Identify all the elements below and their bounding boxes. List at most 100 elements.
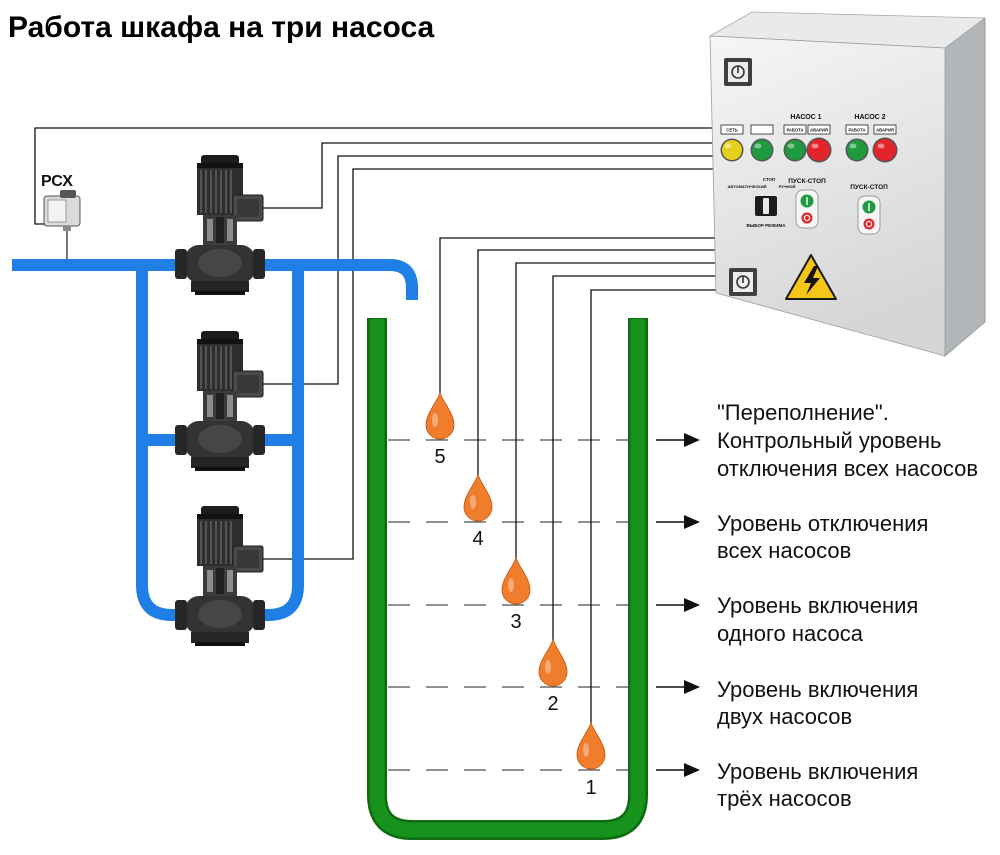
wire-pressure-switch	[34, 127, 714, 225]
wire-float-1	[590, 289, 722, 724]
lamp-plate-4	[807, 124, 831, 135]
lamp-label-4: АВАРИЯ	[810, 128, 828, 133]
mode-selector-caption: ВЫБОР РЕЖИМА	[747, 223, 787, 228]
mode-selector: СТОП АВТОМАТИЧЕСКИЙ РУЧНОЙ ВЫБОР РЕЖИМА	[728, 177, 796, 228]
lamp-1	[722, 140, 742, 160]
wire-pump-3	[263, 168, 714, 560]
float-highlight	[470, 495, 476, 509]
float-body	[501, 556, 531, 605]
lamp-plate-1	[720, 124, 744, 135]
pressure-switch-fitting	[63, 226, 71, 231]
arrow-head-5	[684, 433, 700, 447]
tank	[367, 318, 648, 840]
lamp-label-5: РАБОТА	[848, 128, 865, 133]
power-switch-icon	[724, 58, 752, 86]
arrow-head-4	[684, 515, 700, 529]
cabinet-side	[944, 17, 986, 357]
lightning-bolt-icon	[804, 266, 820, 295]
float-highlight	[545, 660, 551, 674]
level-4-line-2: всех насосов	[717, 538, 851, 563]
tank-wall	[369, 319, 646, 838]
level-3-line-2: одного насоса	[717, 621, 864, 646]
pump-1-group-label: НАСОС 1	[790, 114, 821, 121]
wire-float-2	[552, 275, 722, 641]
float-switch-5	[425, 391, 455, 440]
stop-button-2	[863, 218, 875, 230]
float-switch-1	[576, 721, 606, 770]
mode-auto-label: АВТОМАТИЧЕСКИЙ	[728, 184, 767, 189]
pressure-switch: РСХ	[41, 173, 81, 259]
lamp-6	[874, 139, 896, 161]
start-stop-label-1: ПУСК-СТОП	[788, 178, 826, 185]
level-2-line-1: Уровень включения	[717, 677, 918, 702]
lamp-plate-3	[783, 124, 807, 135]
indicator-lamps	[720, 137, 898, 163]
start-stop-unit-1: ПУСК-СТОП	[788, 178, 826, 229]
float-highlight	[583, 743, 589, 757]
lamp-label-plates: СЕТЬ РАБОТА АВАРИЯ РАБОТА АВАРИЯ	[720, 124, 897, 135]
level-5-line-3: отключения всех насосов	[717, 456, 978, 481]
level-lines	[388, 439, 652, 771]
mode-stop-label: СТОП	[763, 177, 776, 182]
float-number-4: 4	[472, 528, 483, 550]
cabinet-front	[709, 35, 946, 357]
lamp-plate-5	[845, 124, 869, 135]
level-5-line-1: "Переполнение".	[717, 400, 889, 425]
lamp-5	[847, 140, 867, 160]
arrow-head-3	[684, 598, 700, 612]
lamp-4	[808, 139, 830, 161]
float-switch-3	[501, 556, 531, 605]
lamp-label-3: РАБОТА	[786, 128, 803, 133]
lamp-label-6: АВАРИЯ	[876, 128, 894, 133]
level-3-line-1: Уровень включения	[717, 593, 918, 618]
mode-selector-knob	[763, 198, 769, 214]
arrow-head-2	[684, 680, 700, 694]
arrow-head-1	[684, 763, 700, 777]
lamp-plate-6	[873, 124, 897, 135]
stop-symbol-2	[865, 220, 873, 228]
pressure-switch-knob	[60, 190, 76, 198]
lamp-3	[785, 140, 805, 160]
pump-2	[174, 330, 266, 472]
float-number-2: 2	[547, 693, 558, 715]
lamp-highlights	[724, 143, 885, 149]
pressure-switch-label: РСХ	[41, 173, 73, 190]
float-switch-4	[463, 473, 493, 522]
float-highlight	[432, 413, 438, 427]
mode-manual-label: РУЧНОЙ	[779, 184, 796, 189]
right-manifold-pipe	[258, 265, 304, 621]
pump-2-group-label: НАСОС 2	[854, 114, 885, 121]
level-4-line-1: Уровень отключения	[717, 511, 928, 536]
high-voltage-warning-icon	[785, 254, 837, 300]
float-switch-2	[538, 638, 568, 687]
lamp-2	[752, 140, 772, 160]
left-manifold-pipe	[136, 265, 182, 621]
pump-3	[174, 505, 266, 647]
wire-float-5	[439, 237, 722, 394]
level-descriptions: "Переполнение". Контрольный уровень откл…	[717, 400, 978, 811]
control-cabinet: НАСОС 1 НАСОС 2 СЕТЬ РАБОТА АВАРИЯ РАБОТ…	[708, 11, 987, 357]
wire-float-4	[477, 249, 722, 476]
float-body	[463, 473, 493, 522]
start-stop-unit-2: ПУСК-СТОП	[850, 184, 888, 235]
float-number-1: 1	[585, 777, 596, 799]
power-switch-icon	[729, 268, 757, 296]
float-number-3: 3	[510, 611, 521, 633]
float-body	[425, 391, 455, 440]
page-title: Работа шкафа на три насоса	[8, 11, 434, 44]
level-5-line-2: Контрольный уровень	[717, 428, 941, 453]
stop-symbol-1	[803, 214, 811, 222]
wire-pump-1	[263, 142, 714, 209]
lamp-plate-2	[750, 124, 774, 135]
pump-1	[174, 154, 266, 296]
level-arrows	[656, 433, 700, 777]
float-body	[538, 638, 568, 687]
start-stop-label-2: ПУСК-СТОП	[850, 184, 888, 191]
pressure-switch-cover	[47, 199, 67, 223]
lamp-label-1: СЕТЬ	[726, 128, 737, 133]
float-body	[576, 721, 606, 770]
wire-float-3	[515, 262, 722, 559]
float-number-5: 5	[434, 446, 445, 468]
stop-button-1	[801, 212, 813, 224]
level-1-line-2: трёх насосов	[717, 786, 852, 811]
